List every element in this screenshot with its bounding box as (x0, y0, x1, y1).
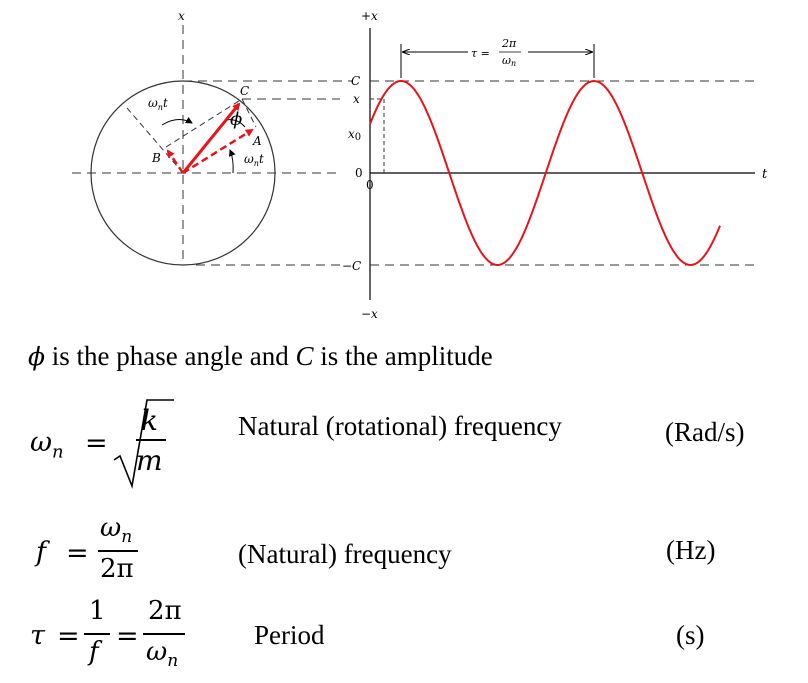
caption: ϕ is the phase angle and C is the amplit… (28, 343, 493, 370)
formula3-unit: (s) (676, 620, 705, 650)
formula3-fraction-bar-2 (143, 633, 185, 635)
formula2-denominator: 2π (100, 554, 134, 584)
c-to-a-dashed (241, 98, 257, 128)
tau-lhs: τ (30, 620, 45, 651)
zero-level-label: 0 (355, 166, 363, 180)
phi-label: ϕ (230, 109, 242, 130)
x-level-label: x (353, 92, 360, 106)
formula1-description: Natural (rotational) frequency (238, 411, 562, 441)
angle-right-label: ωnt (244, 152, 264, 168)
formula2-description: (Natural) frequency (238, 539, 452, 569)
b-to-c-dashed (165, 98, 243, 148)
point-b-label: B (151, 151, 161, 165)
formula1-numerator-k: k (141, 404, 158, 437)
minus-x-label: −x (361, 307, 378, 321)
formula3-description: Period (254, 620, 325, 650)
formula3-numerator-2: 2π (148, 596, 182, 626)
formula3-equals-2: = (116, 621, 139, 652)
formula3-denominator-1: f (89, 637, 99, 667)
formula1-equals: = (85, 428, 108, 459)
displacement-curve (369, 79, 721, 267)
waveform-group: +x −x t C x x0 0 0 −C τ = 2π ωn (342, 9, 768, 321)
formula3-equals-1: = (57, 621, 80, 652)
x0-level-label: x0 (348, 127, 361, 143)
phasor-b-arrow (166, 149, 185, 174)
caption-c: C (295, 341, 314, 371)
omega-n-lhs: ωn (30, 427, 64, 463)
formula3-numerator-1: 1 (89, 596, 106, 626)
phasor-circle-group: x C A B ϕ ωnt ωnt (72, 9, 353, 266)
tau-label: τ = (471, 47, 490, 60)
plus-x-label: +x (361, 9, 378, 23)
t-axis-label: t (762, 167, 768, 182)
angle-top-label: ωnt (148, 96, 168, 112)
point-c-label: C (240, 84, 249, 98)
formula1-denominator-m: m (136, 444, 163, 477)
formula2-unit: (Hz) (666, 535, 716, 565)
c-level-label: C (351, 74, 360, 88)
formula1-unit: (Rad/s) (665, 417, 745, 447)
formula3-fraction-bar-1 (84, 633, 110, 635)
caption-text-2: is the amplitude (313, 341, 493, 371)
caption-phi: ϕ (28, 342, 46, 371)
angle-arc-top (161, 116, 193, 126)
zero-time-label: 0 (366, 178, 374, 192)
tau-numerator: 2π (501, 37, 517, 50)
minus-c-level-label: −C (342, 259, 361, 273)
formula2-fraction-bar (98, 550, 138, 552)
formula2-numerator: ωn (100, 513, 133, 548)
point-a-label: A (252, 134, 262, 148)
f-lhs: f (36, 537, 46, 568)
phasor-c-arrow (181, 102, 241, 174)
formula1-fraction-bar (136, 439, 166, 441)
phasor-a-arrow (182, 128, 254, 175)
circle-x-label: x (178, 9, 185, 23)
formula2-equals: = (66, 538, 89, 569)
tau-denominator: ωn (502, 54, 516, 68)
formula3-denominator-2: ωn (146, 637, 179, 672)
angle-arc-right (228, 149, 236, 174)
ref-radius-dashed (126, 107, 184, 174)
caption-text-1: is the phase angle and (45, 341, 296, 371)
phasor-and-wave-figure: x C A B ϕ ωnt ωnt +x −x t C x x0 0 (72, 9, 768, 321)
square-root-sign (113, 399, 174, 489)
